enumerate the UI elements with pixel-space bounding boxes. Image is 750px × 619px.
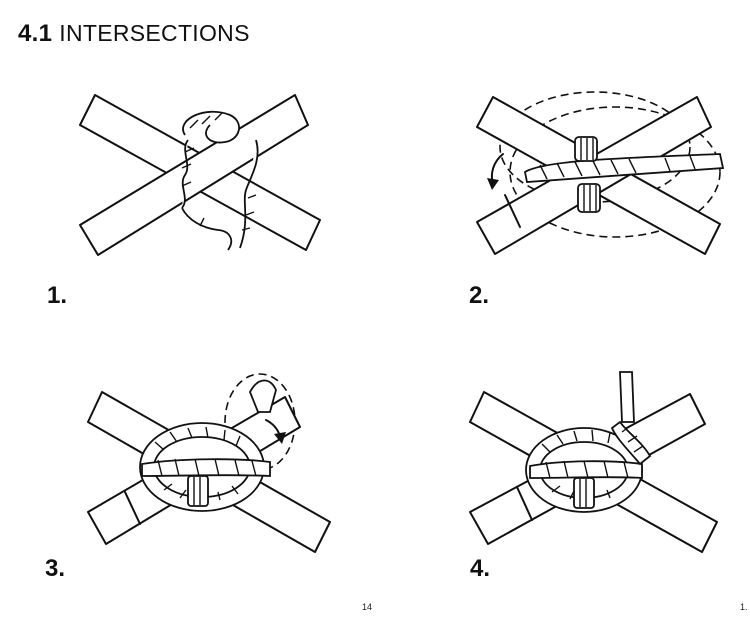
section-number: 4.1 bbox=[18, 20, 53, 47]
illustration-step-1 bbox=[70, 80, 340, 270]
step-label-4: 4. bbox=[470, 555, 491, 582]
illustration-step-3 bbox=[80, 372, 340, 553]
step-label-1: 1. bbox=[47, 282, 68, 309]
step-label-2: 2. bbox=[469, 282, 490, 309]
section-heading: 4.1 INTERSECTIONS bbox=[18, 20, 250, 48]
knot-diagram-step-1 bbox=[79, 94, 321, 256]
step-label-3: 3. bbox=[45, 555, 66, 582]
illustration-step-4 bbox=[462, 371, 730, 553]
next-page-number: 1. bbox=[740, 602, 748, 612]
knot-diagram-step-4 bbox=[469, 371, 718, 553]
rope-wrap bbox=[181, 110, 259, 251]
illustration-step-2 bbox=[465, 82, 740, 267]
page-number: 14 bbox=[362, 602, 373, 612]
knot-diagram-step-2 bbox=[476, 91, 725, 255]
knot-diagram-step-3 bbox=[87, 373, 331, 553]
section-title: INTERSECTIONS bbox=[59, 20, 250, 46]
